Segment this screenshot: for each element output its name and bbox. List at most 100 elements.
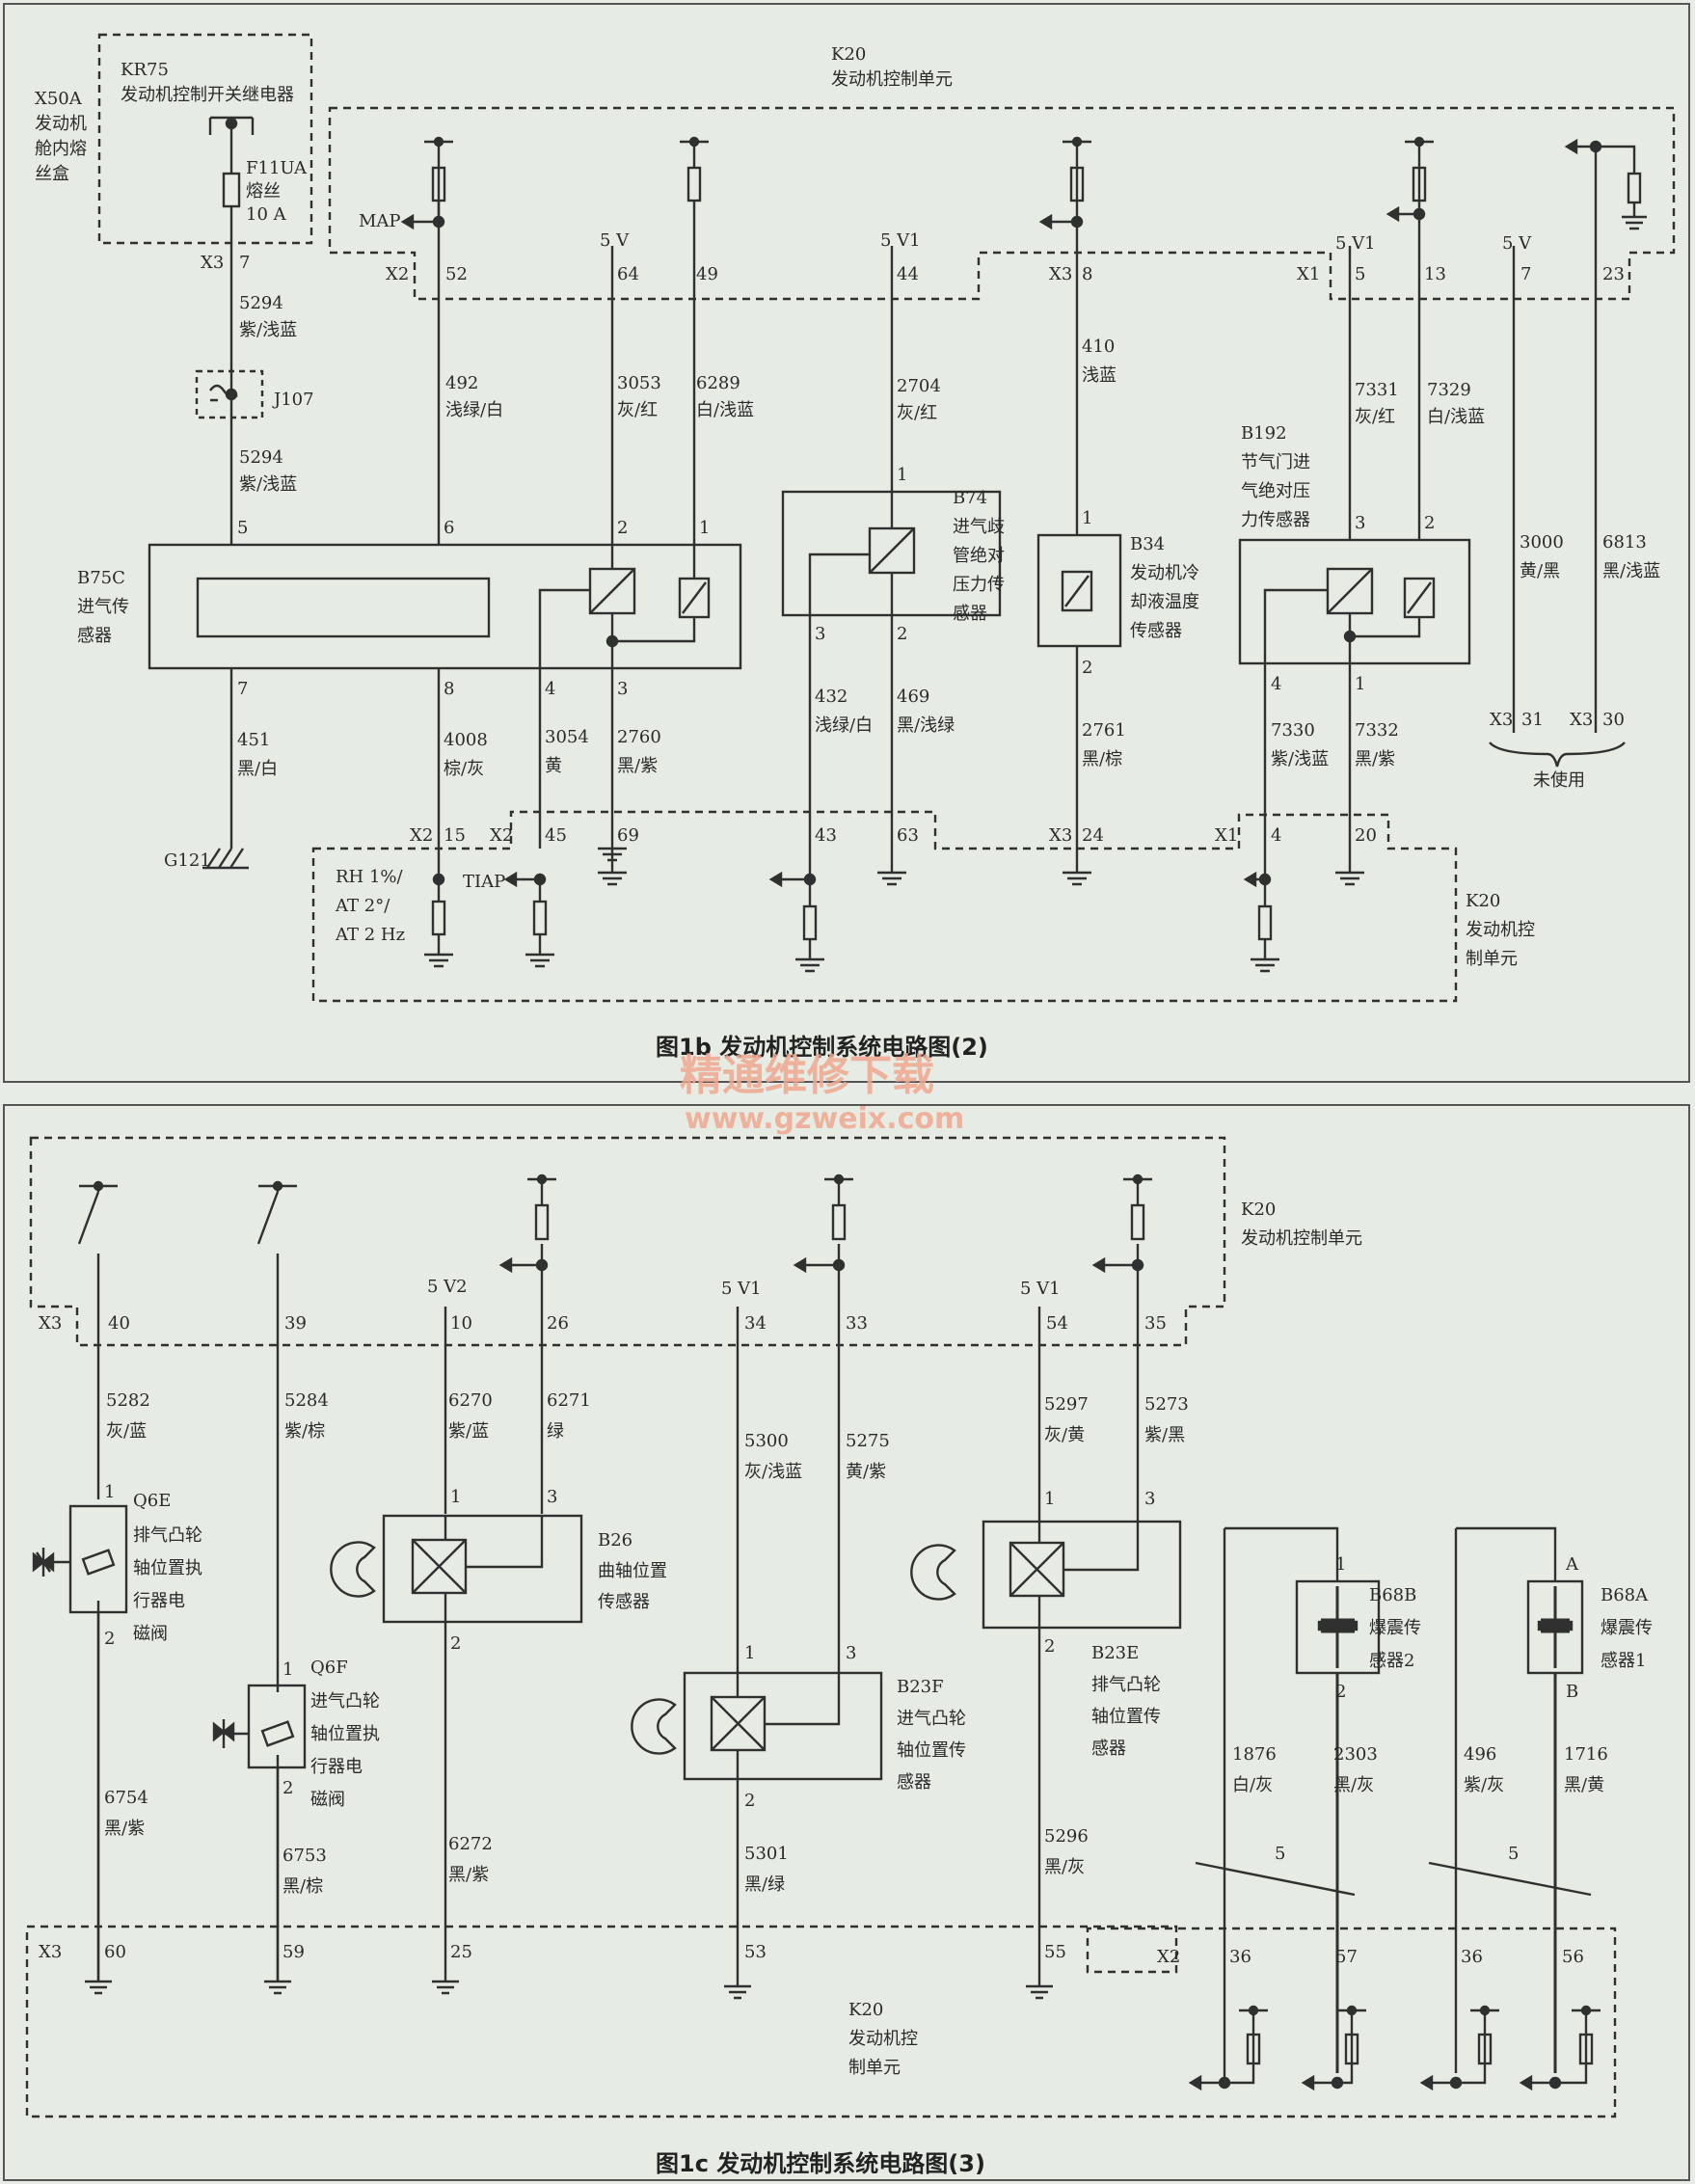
pin-20: 20 <box>1355 825 1377 846</box>
b26-line-3: 传感器 <box>598 1592 650 1612</box>
b23f-line-1: B23F <box>897 1677 944 1697</box>
b192-pin: 4 <box>1271 674 1281 694</box>
b68b-line-3: 感器2 <box>1369 1651 1414 1671</box>
conn-x3-24: X3 <box>1049 825 1072 846</box>
b75c-pin: 2 <box>617 518 628 538</box>
conn-x3-8: X3 <box>1049 264 1072 284</box>
wire-color: 灰/黄 <box>1044 1425 1085 1445</box>
pin-56: 56 <box>1562 1947 1584 1967</box>
fuse-line-3: 10 A <box>246 204 287 225</box>
wire-number: 4008 <box>444 730 488 750</box>
b68b-line-1: B68B <box>1369 1585 1416 1605</box>
k20-name: 发动机控制单元 <box>831 69 953 90</box>
b23f-line-3: 轴位置传 <box>897 1740 966 1761</box>
b23e-line-1: B23E <box>1091 1643 1139 1663</box>
pin-49: 49 <box>696 264 718 284</box>
unused-label: 未使用 <box>1533 770 1585 791</box>
b192-pin: 3 <box>1355 513 1365 533</box>
wire-color: 黑/棕 <box>1082 749 1122 769</box>
wire-color: 黄/黑 <box>1520 561 1560 581</box>
pin-69: 69 <box>617 825 639 846</box>
q6f-line-4: 行器电 <box>310 1757 363 1777</box>
wire-color: 黑/灰 <box>1044 1857 1085 1877</box>
b23f-pin: 3 <box>846 1643 856 1663</box>
b74-line-5: 感器 <box>953 604 987 624</box>
b23e-pin: 3 <box>1144 1489 1155 1509</box>
b75c-pin: 6 <box>444 518 454 538</box>
wire-color: 黑/紫 <box>104 1819 145 1839</box>
x50a-line-2: 发动机 <box>35 114 87 134</box>
wire-color: 黄/紫 <box>846 1462 886 1482</box>
b192-line-2: 节气门进 <box>1241 452 1310 472</box>
wire-color: 黑/棕 <box>282 1876 323 1897</box>
pin-54: 54 <box>1046 1313 1068 1334</box>
wire-color: 灰/浅蓝 <box>744 1462 802 1482</box>
fuse-line-2: 熔丝 <box>246 181 281 202</box>
wire-number: 7331 <box>1355 380 1399 400</box>
wire-color: 黑/黄 <box>1564 1775 1604 1795</box>
rh-line-2: AT 2°/ <box>335 896 390 916</box>
conn-x3-31: X3 <box>1490 710 1513 730</box>
k20-bottom-line-2: 发动机控 <box>1466 920 1535 940</box>
wire-number: 5275 <box>846 1431 890 1451</box>
wire-number: 6754 <box>104 1788 148 1808</box>
b34-line-4: 传感器 <box>1130 621 1182 641</box>
b23f-line-4: 感器 <box>897 1772 931 1793</box>
g121-label: G121 <box>164 850 211 871</box>
wire-color: 浅绿/白 <box>815 715 873 736</box>
b34-line-1: B34 <box>1130 534 1165 554</box>
wire-number: 451 <box>237 730 270 750</box>
q6e-pin: 2 <box>104 1629 115 1649</box>
pin-24: 24 <box>1082 825 1104 846</box>
b68a-line-3: 感器1 <box>1601 1651 1646 1671</box>
q6f-line-5: 磁阀 <box>310 1790 345 1810</box>
b23f-line-2: 进气凸轮 <box>897 1709 966 1729</box>
b26-pin: 3 <box>547 1487 557 1507</box>
b75c-pin: 8 <box>444 679 454 699</box>
wire-color: 白/灰 <box>1232 1775 1273 1795</box>
b74-pin: 1 <box>897 465 907 485</box>
wire-number: 5296 <box>1044 1826 1089 1847</box>
pin-45: 45 <box>545 825 567 846</box>
b23f-box <box>683 1671 883 1781</box>
wire-number: 6270 <box>448 1390 493 1411</box>
wire-color: 紫/灰 <box>1464 1775 1504 1795</box>
k20-top-line-2: 发动机控制单元 <box>1241 1228 1362 1249</box>
b26-pin: 2 <box>450 1633 461 1654</box>
wire-number: 3000 <box>1520 532 1564 553</box>
wire-color: 黑/绿 <box>744 1874 785 1895</box>
wire-color: 黑/紫 <box>1355 749 1395 769</box>
q6f-line-3: 轴位置执 <box>310 1724 380 1744</box>
pin-36b: 36 <box>1461 1947 1483 1967</box>
wire-color: 白/浅蓝 <box>1427 407 1485 427</box>
pin-63: 63 <box>897 825 919 846</box>
b68a-line-1: B68A <box>1601 1585 1649 1605</box>
conn-x2-3: X2 <box>1157 1947 1180 1967</box>
wire-number: 3053 <box>617 373 661 393</box>
conn-x3-30: X3 <box>1570 710 1593 730</box>
pin-26: 26 <box>547 1313 569 1334</box>
x50a-line-4: 丝盒 <box>35 164 69 184</box>
wire-color: 浅蓝 <box>1082 365 1117 386</box>
wire-number: 492 <box>445 373 478 393</box>
b23e-line-4: 感器 <box>1091 1739 1126 1759</box>
b68a-pin: B <box>1566 1682 1578 1702</box>
b23e-pin: 1 <box>1044 1489 1055 1509</box>
b26-line-1: B26 <box>598 1530 632 1550</box>
k20-bottom-line-1: K20 <box>1466 891 1500 911</box>
pin-64: 64 <box>617 264 639 284</box>
k20-id: K20 <box>831 44 866 65</box>
pin-59: 59 <box>282 1942 305 1962</box>
rh-line-3: AT 2 Hz <box>335 925 405 945</box>
wire-color: 黑/浅绿 <box>897 715 955 736</box>
k20-top-box <box>328 106 1676 301</box>
wire-color: 紫/浅蓝 <box>239 474 297 495</box>
kr75-name: 发动机控制开关继电器 <box>121 85 294 105</box>
pin-60: 60 <box>104 1942 126 1962</box>
k20-bottom3-line-3: 制单元 <box>848 2058 901 2078</box>
tiap-label: TIAP <box>463 872 505 892</box>
pin-57: 57 <box>1335 1947 1358 1967</box>
wire-color: 浅绿/白 <box>445 400 503 420</box>
wire-number: 5301 <box>744 1844 789 1864</box>
